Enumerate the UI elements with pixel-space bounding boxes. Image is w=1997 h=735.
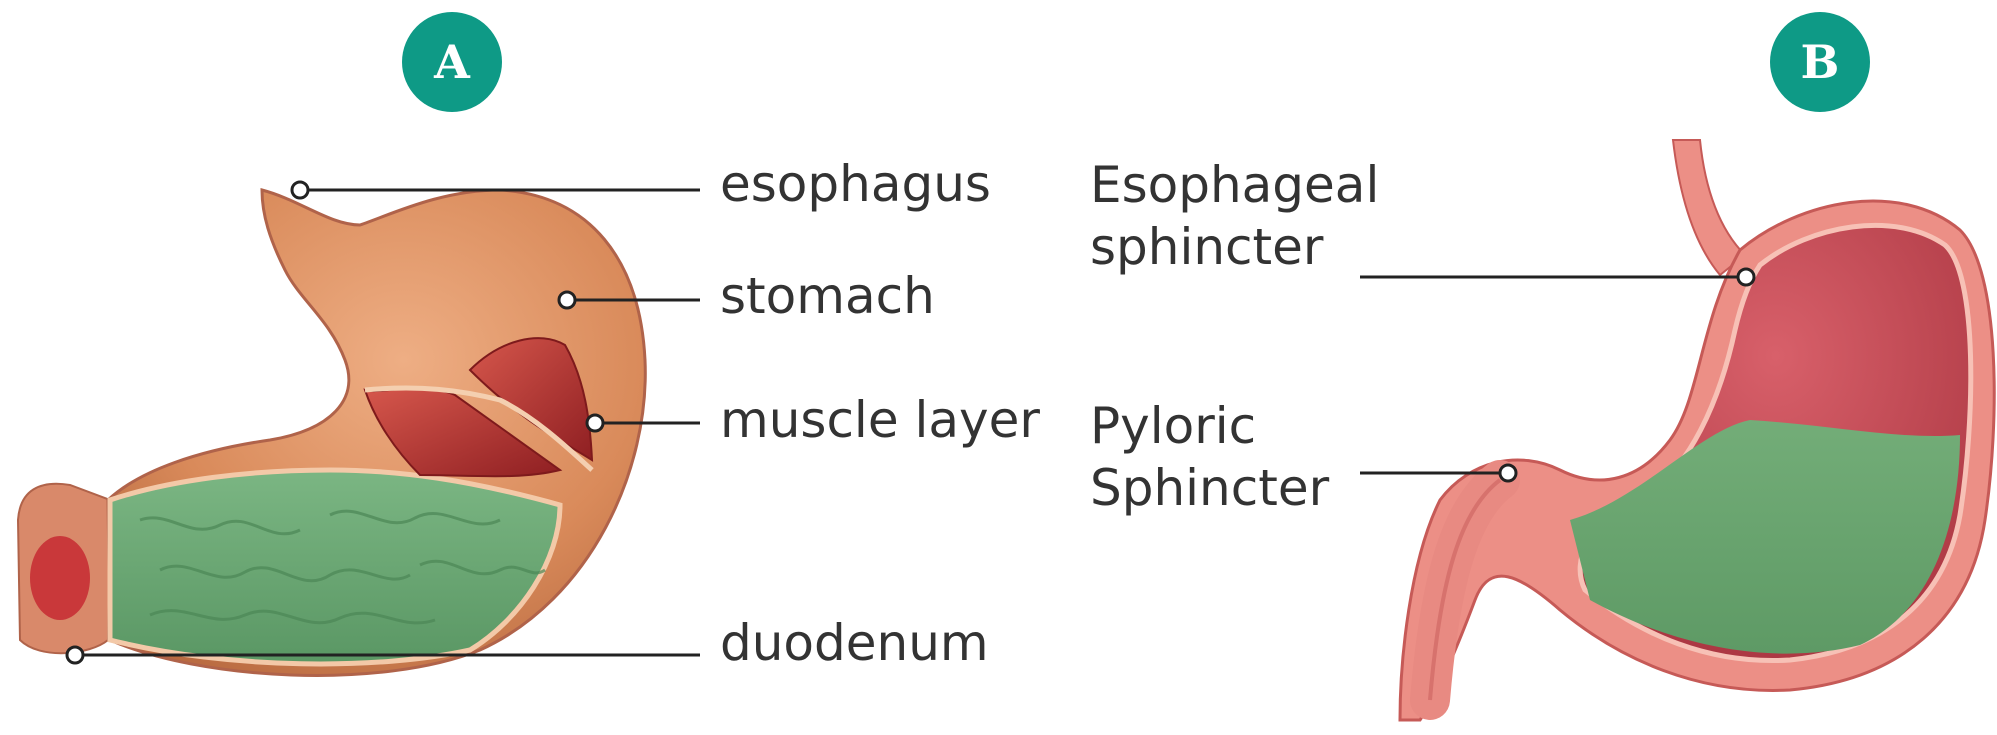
label-muscle-layer: muscle layer (720, 390, 1040, 450)
panel-b-badge: B (1770, 12, 1870, 112)
label-pyloric-sphincter: Pyloric Sphincter (1090, 395, 1329, 519)
pointer-duodenum (67, 647, 83, 663)
esophagus-tube-b (1673, 140, 1745, 275)
label-duodenum: duodenum (720, 613, 989, 673)
label-pyloric-line1: Pyloric (1090, 395, 1329, 457)
pointer-muscle-layer (587, 415, 603, 431)
label-pyloric-line2: Sphincter (1090, 457, 1329, 519)
pointer-esophagus (292, 182, 308, 198)
label-stomach: stomach (720, 266, 935, 326)
label-esophageal-line2: sphincter (1090, 216, 1379, 278)
pointer-stomach (559, 292, 575, 308)
pointer-pyloric-sphincter (1500, 465, 1516, 481)
panel-a-badge: A (402, 12, 502, 112)
pointer-esophageal-sphincter (1738, 269, 1754, 285)
duodenum-bulb (30, 536, 90, 620)
label-esophageal-sphincter: Esophageal sphincter (1090, 154, 1379, 278)
label-esophageal-line1: Esophageal (1090, 154, 1379, 216)
stomach-b-illustration (1400, 140, 1994, 720)
label-esophagus: esophagus (720, 154, 991, 214)
stomach-a-illustration (18, 190, 645, 675)
